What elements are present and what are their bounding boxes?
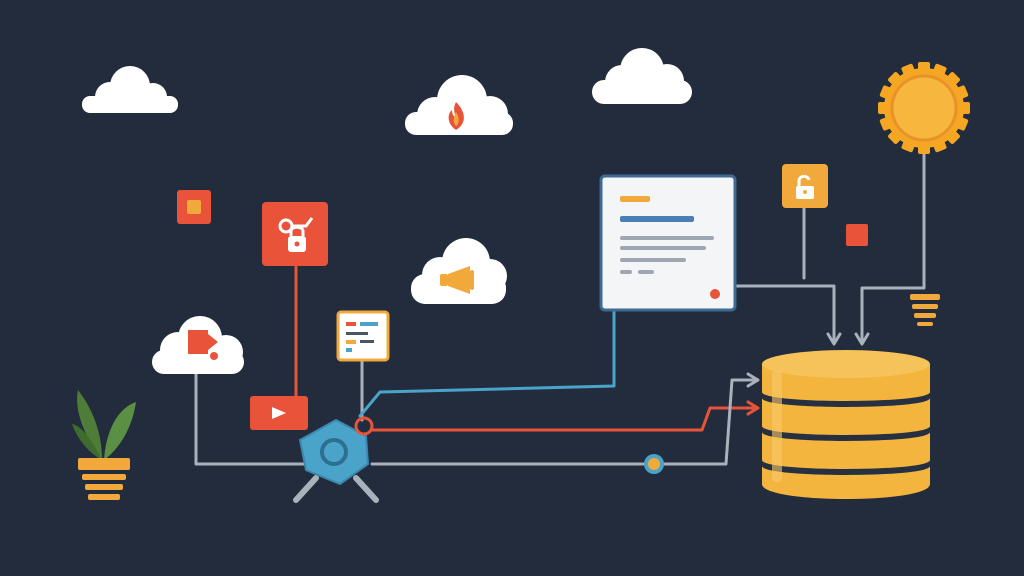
line-document-to-hub — [358, 308, 616, 418]
flag-icon — [188, 330, 218, 360]
hexagon-hub-icon — [293, 416, 379, 503]
document-icon — [599, 174, 737, 312]
line-hub-to-database-red — [370, 406, 756, 432]
arrowhead-red — [746, 400, 760, 416]
play-icon — [250, 396, 308, 430]
arrowhead-doc-db — [826, 332, 842, 346]
arrowhead-gray-db — [746, 372, 760, 388]
junction-node — [644, 454, 664, 474]
chart-card-icon — [336, 310, 390, 362]
flame-icon — [448, 102, 464, 130]
connector-lines — [194, 148, 926, 466]
plant-icon — [72, 390, 136, 500]
cloud-icon — [592, 48, 692, 104]
arrowhead-sun-db — [854, 332, 870, 346]
line-document-right — [734, 284, 836, 342]
sun-gear-icon — [878, 62, 970, 154]
database-icon — [762, 350, 930, 499]
line-cloud-to-hub — [194, 370, 312, 466]
lightbulb-icon — [910, 294, 940, 326]
wrench-lock-icon — [262, 202, 328, 266]
line-hub-to-database-gray — [370, 378, 756, 466]
red-square-icon — [846, 224, 868, 246]
megaphone-icon — [440, 266, 474, 294]
cloud-icon — [82, 66, 178, 113]
line-sun-down — [860, 148, 926, 342]
cloud-icon — [152, 316, 244, 374]
orange-square-icon — [177, 190, 211, 224]
lock-icon — [782, 164, 828, 208]
